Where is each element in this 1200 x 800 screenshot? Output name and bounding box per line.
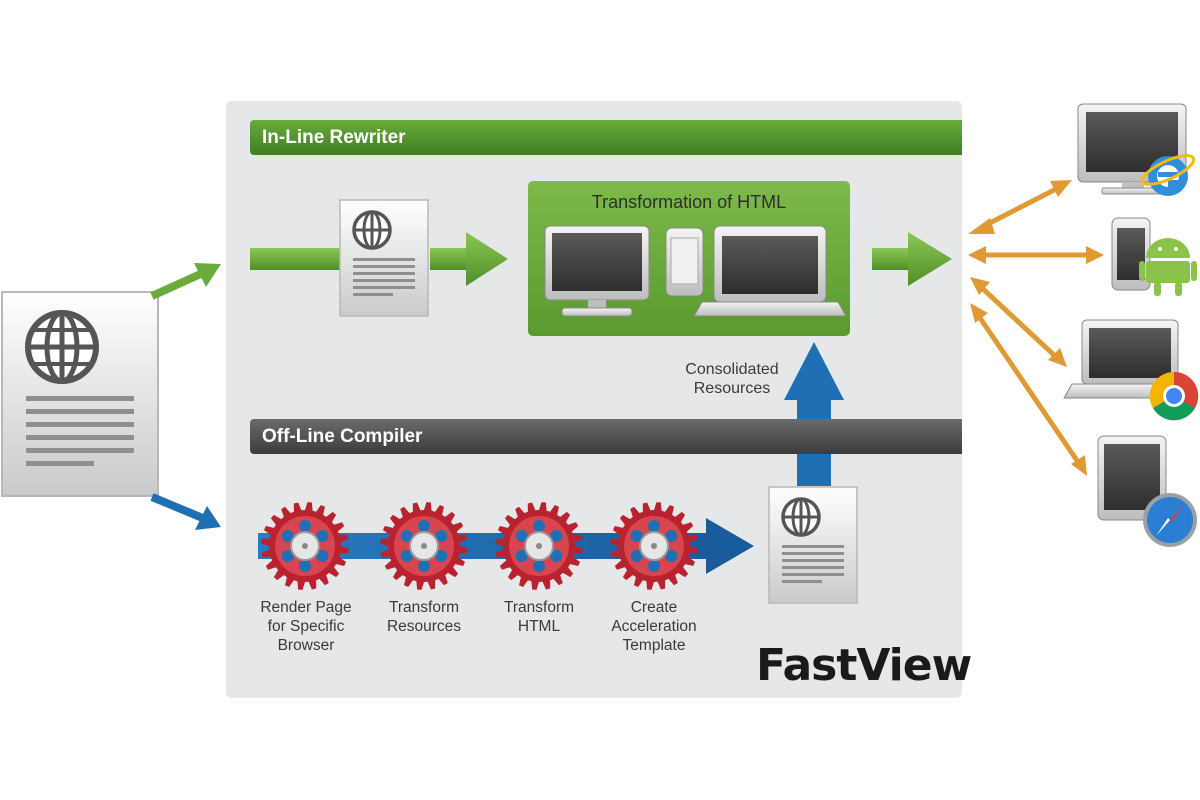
step-line: Browser — [277, 637, 335, 654]
step-line: HTML — [517, 618, 561, 635]
inline-page-icon — [339, 199, 429, 317]
step-label: Create Acceleration Template — [592, 598, 716, 655]
offline-compiler-label: Off-Line Compiler — [262, 426, 423, 447]
arrow-to-desktop — [968, 180, 1072, 234]
fastview-logo: FastView — [756, 640, 972, 691]
consolidated-line1: Consolidated — [685, 361, 779, 378]
gear-icon — [495, 502, 583, 590]
transformation-box — [528, 181, 850, 336]
source-web-page-icon — [1, 291, 159, 497]
device-arrows — [968, 180, 1104, 476]
step-line: Create — [630, 599, 678, 616]
transformation-title: Transformation of HTML — [591, 192, 787, 212]
compiled-page-icon — [768, 486, 858, 604]
gear-icon — [610, 502, 698, 590]
rewriter-middle-arrow — [430, 232, 508, 286]
monitor-icon — [544, 225, 650, 317]
offline-compiler-bar: Off-Line Compiler — [250, 419, 962, 454]
green-arrow-to-rewriter — [150, 263, 221, 300]
arrow-to-phone — [968, 246, 1104, 264]
step-line: Resources — [386, 618, 462, 635]
gear-icon — [380, 502, 468, 590]
gear-icon — [261, 502, 349, 590]
step-label: Transform Resources — [362, 598, 486, 636]
inline-rewriter-label: In-Line Rewriter — [262, 127, 406, 148]
consolidated-line2: Resources — [693, 380, 771, 397]
gears-group — [261, 502, 698, 590]
consolidated-resources-label: Consolidated Resources — [668, 360, 796, 398]
inline-rewriter-bar: In-Line Rewriter — [250, 120, 962, 155]
step-line: Transform — [503, 599, 575, 616]
step-line: Render Page — [260, 599, 352, 616]
phone-icon — [665, 227, 704, 297]
step-line: Template — [622, 637, 686, 654]
arrow-to-tablet — [970, 303, 1087, 476]
laptop-icon — [693, 225, 847, 317]
tablet-icon — [1097, 435, 1167, 521]
arrow-to-laptop — [970, 277, 1067, 367]
android-icon — [1139, 238, 1197, 296]
step-label: Transform HTML — [477, 598, 601, 636]
rewriter-input-arrow — [250, 248, 340, 270]
step-line: for Specific — [267, 618, 345, 635]
safari-icon — [1143, 493, 1197, 547]
rewriter-output-arrow — [872, 232, 952, 286]
step-line: Transform — [388, 599, 460, 616]
step-label: Render Page for Specific Browser — [244, 598, 368, 655]
chrome-icon — [1149, 371, 1199, 421]
blue-arrow-to-compiler — [150, 493, 221, 530]
step-line: Acceleration — [611, 618, 697, 635]
internet-explorer-icon — [1140, 154, 1196, 196]
